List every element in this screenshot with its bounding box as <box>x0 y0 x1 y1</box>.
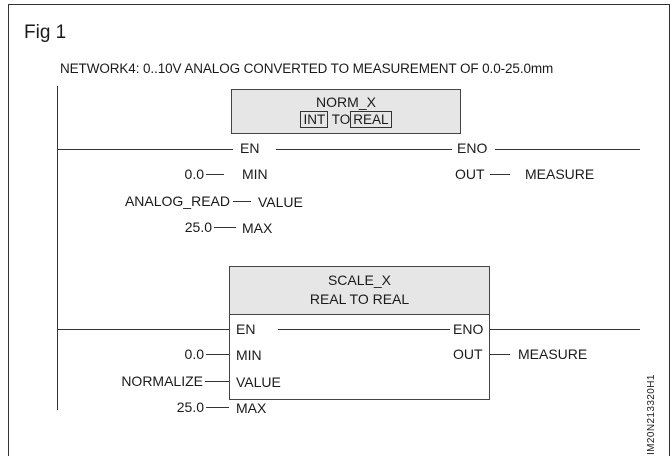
norm-en-pin: EN <box>240 140 260 156</box>
scale-min-wire <box>206 354 229 355</box>
norm-x-type-out: REAL <box>350 111 392 128</box>
scale-en-wire-left <box>57 329 229 330</box>
norm-eno-wire-right <box>495 149 640 150</box>
reference-code: IM20N213320H1 <box>646 374 657 455</box>
norm-value-pin: VALUE <box>258 194 303 210</box>
scale-eno-pin: ENO <box>453 321 484 337</box>
norm-value-input: ANALOG_READ <box>124 193 230 209</box>
scale-x-block: SCALE_X REAL TO REAL <box>229 266 490 400</box>
norm-out-pin: OUT <box>455 166 485 182</box>
figure-label: Fig 1 <box>24 22 67 43</box>
scale-eno-wire-right <box>490 329 640 330</box>
scale-en-eno-wire <box>278 329 450 330</box>
norm-min-pin: MIN <box>242 166 268 182</box>
scale-x-header: SCALE_X REAL TO REAL <box>230 267 489 315</box>
norm-en-wire-left <box>57 149 233 150</box>
norm-x-type-sep: TO <box>331 112 351 127</box>
norm-max-pin: MAX <box>242 220 273 236</box>
norm-max-wire <box>214 227 236 228</box>
scale-max-value: 25.0 <box>176 399 204 415</box>
scale-x-types: REAL TO REAL <box>309 291 410 307</box>
scale-out-wire <box>490 354 510 355</box>
scale-value-pin: VALUE <box>236 374 281 390</box>
norm-min-wire <box>206 174 224 175</box>
scale-output-variable: MEASURE <box>518 346 588 362</box>
scale-out-pin: OUT <box>453 346 483 362</box>
scale-min-value: 0.0 <box>184 346 204 362</box>
norm-x-name: NORM_X <box>316 94 376 110</box>
norm-output-variable: MEASURE <box>525 166 595 182</box>
norm-max-value: 25.0 <box>184 219 212 235</box>
scale-max-wire <box>206 407 229 408</box>
scale-max-pin: MAX <box>236 400 267 416</box>
norm-eno-pin: ENO <box>457 140 488 156</box>
norm-en-eno-wire <box>276 149 452 150</box>
network-title: NETWORK4: 0..10V ANALOG CONVERTED TO MEA… <box>60 61 554 76</box>
scale-value-input: NORMALIZE <box>121 373 203 389</box>
norm-out-wire <box>490 174 510 175</box>
norm-x-type-in: INT <box>300 111 329 128</box>
scale-min-pin: MIN <box>236 347 262 363</box>
norm-min-value: 0.0 <box>184 166 204 182</box>
scale-value-wire <box>205 381 229 382</box>
norm-value-wire <box>233 201 251 202</box>
power-rail <box>57 86 58 410</box>
scale-en-pin: EN <box>236 321 256 337</box>
scale-x-name: SCALE_X <box>327 272 392 288</box>
figure-frame <box>8 4 670 456</box>
